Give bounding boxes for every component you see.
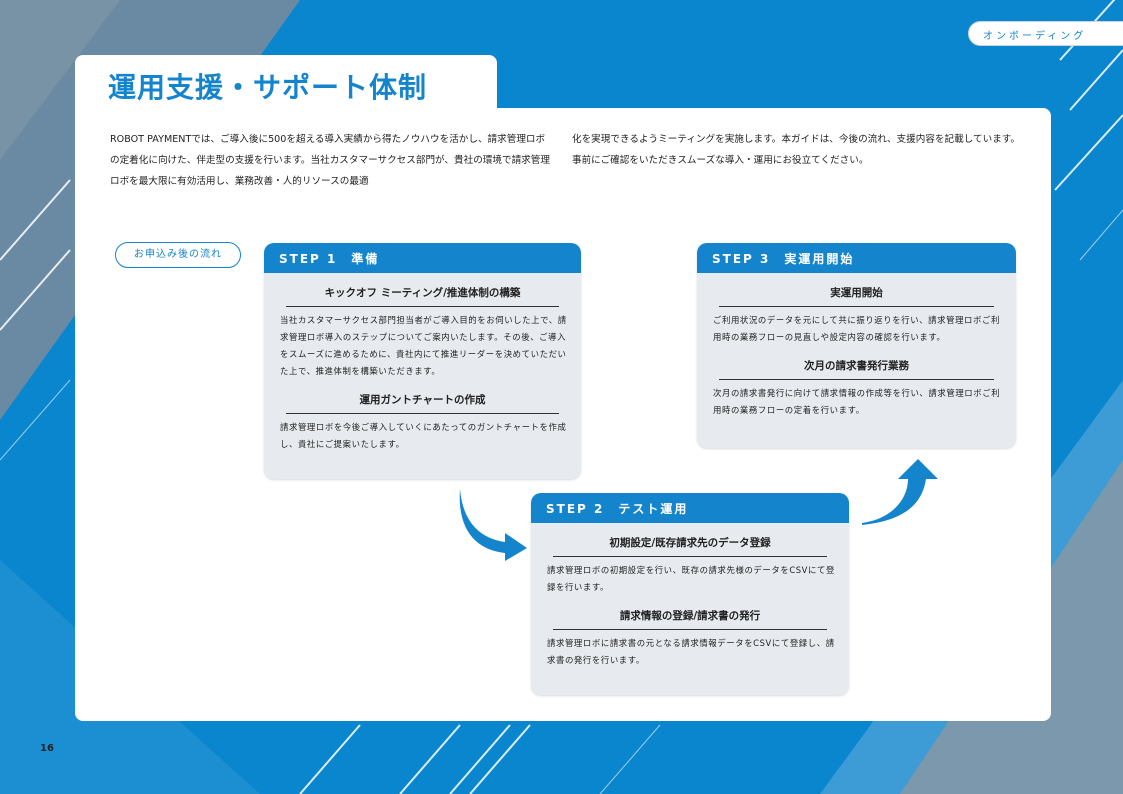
step-1-item-1-text: 当社カスタマーサクセス部門担当者がご導入目的をお伺いした上で、請求管理ロボ導入の… bbox=[280, 315, 567, 376]
step-2-item-2-text: 請求管理ロボに請求書の元となる請求情報データをCSVにて登録し、請求書の発行を行… bbox=[547, 638, 835, 665]
step-1-item-1-title: キックオフ ミーティング/推進体制の構築 bbox=[286, 285, 559, 307]
step-2-label: STEP 2 bbox=[546, 502, 605, 516]
step-2-item-2-title: 請求情報の登録/請求書の発行 bbox=[553, 608, 827, 630]
step-3-name: 実運用開始 bbox=[784, 252, 855, 266]
step-3-item-2-text: 次月の請求書発行に向けて請求情報の作成等を行い、請求管理ロボご利用時の業務フロー… bbox=[713, 388, 1001, 415]
step-3-card: STEP 3 実運用開始 実運用開始 ご利用状況のデータを元にして共に振り返りを行… bbox=[697, 243, 1016, 448]
step-3-label: STEP 3 bbox=[712, 252, 771, 266]
step-1-header: STEP 1 準備 bbox=[264, 243, 581, 273]
step-3-item-1-title: 実運用開始 bbox=[719, 285, 994, 307]
page-number: 16 bbox=[40, 743, 54, 754]
step-2-header: STEP 2 テスト運用 bbox=[531, 493, 849, 523]
step-2-item-1-text: 請求管理ロボの初期設定を行い、既存の請求先様のデータをCSVにて登録を行います。 bbox=[547, 565, 835, 592]
curved-arrow-up-icon bbox=[862, 459, 938, 525]
step-1-label: STEP 1 bbox=[279, 252, 338, 266]
intro-text-left: ROBOT PAYMENTでは、ご導入後に500を超える導入実績から得たノウハウ… bbox=[110, 134, 550, 187]
step-2-card: STEP 2 テスト運用 初期設定/既存請求先のデータ登録 請求管理ロボの初期設定… bbox=[531, 493, 849, 695]
step-1-item-2-title: 運用ガントチャートの作成 bbox=[286, 392, 559, 414]
step-3-item-1-text: ご利用状況のデータを元にして共に振り返りを行い、請求管理ロボご利用時の業務フロー… bbox=[713, 315, 1000, 342]
step-2-item-1-title: 初期設定/既存請求先のデータ登録 bbox=[553, 535, 827, 557]
step-3-header: STEP 3 実運用開始 bbox=[697, 243, 1016, 273]
curved-arrow-down-icon bbox=[459, 489, 527, 561]
intro-text-right: 化を実現できるようミーティングを実施します。本ガイドは、今後の流れ、支援内容を記… bbox=[572, 134, 1021, 166]
page-title: 運用支援・サポート体制 bbox=[108, 71, 428, 104]
section-label: オンボーディング bbox=[968, 21, 1123, 46]
step-2-name: テスト運用 bbox=[618, 502, 689, 516]
step-1-name: 準備 bbox=[351, 252, 380, 266]
step-3-item-2-title: 次月の請求書発行業務 bbox=[719, 358, 994, 380]
step-1-card: STEP 1 準備 キックオフ ミーティング/推進体制の構築 当社カスタマーサクセ… bbox=[264, 243, 581, 479]
flow-label: お申込み後の流れ bbox=[115, 242, 241, 268]
step-1-item-2-text: 請求管理ロボを今後ご導入していくにあたってのガントチャートを作成し、貴社にご提案… bbox=[280, 422, 567, 449]
